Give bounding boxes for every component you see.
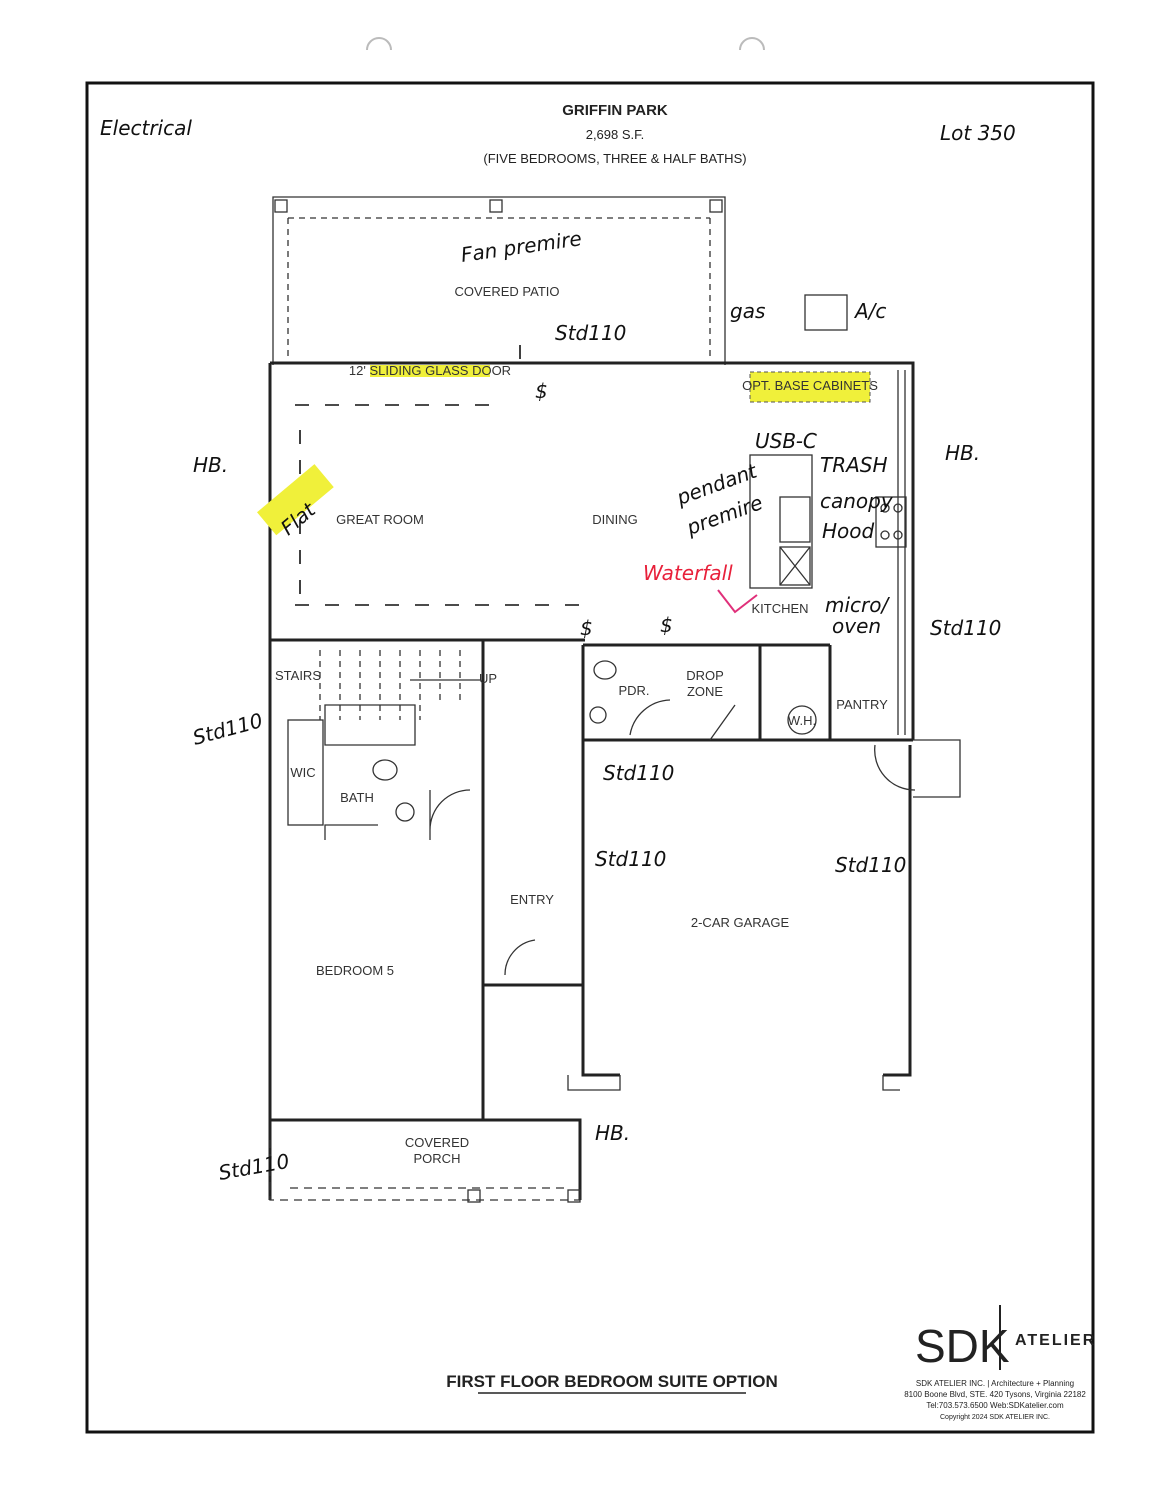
company-line: SDK ATELIER INC. | Architecture + Planni… bbox=[916, 1379, 1074, 1388]
svg-text:Std110: Std110 bbox=[595, 847, 666, 871]
plan-title: GRIFFIN PARK bbox=[562, 102, 668, 119]
svg-text:HB.: HB. bbox=[193, 453, 228, 477]
sdk-logo: SDK ATELIER bbox=[915, 1305, 1096, 1372]
bath-label: BATH bbox=[340, 790, 374, 805]
contact-line: Tel:703.573.6500 Web:SDKatelier.com bbox=[926, 1401, 1064, 1410]
svg-text:Fan premire: Fan premire bbox=[459, 226, 583, 267]
sliding-door-highlight bbox=[370, 365, 490, 377]
sliding-door-label: 12' SLIDING GLASS DOOR bbox=[349, 363, 511, 378]
svg-text:gas: gas bbox=[730, 299, 765, 323]
stairs-label: STAIRS bbox=[275, 668, 321, 683]
copyright-line: Copyright 2024 SDK ATELIER INC. bbox=[940, 1414, 1050, 1421]
svg-text:USB-C: USB-C bbox=[755, 429, 817, 453]
svg-text:Std110: Std110 bbox=[603, 761, 674, 785]
covered-porch-label-1: COVERED bbox=[405, 1135, 469, 1150]
wic-label: WIC bbox=[290, 765, 315, 780]
garage-label: 2-CAR GARAGE bbox=[691, 915, 790, 930]
plan-area: 2,698 S.F. bbox=[586, 127, 645, 142]
svg-text:Std110: Std110 bbox=[835, 853, 906, 877]
range bbox=[875, 496, 907, 548]
svg-text:micro/: micro/ bbox=[825, 593, 890, 617]
pdr-label: PDR. bbox=[618, 683, 649, 698]
svg-text:COVERED PATIO: COVERED PATIO bbox=[455, 284, 560, 299]
binder-holes bbox=[366, 37, 765, 51]
great-room-label: GREAT ROOM bbox=[336, 512, 424, 527]
svg-text:Std110: Std110 bbox=[190, 708, 265, 750]
wh-label: W.H. bbox=[788, 713, 816, 728]
covered-porch-label-2: PORCH bbox=[414, 1151, 461, 1166]
svg-text:$: $ bbox=[535, 379, 548, 403]
svg-text:Std110: Std110 bbox=[217, 1149, 291, 1185]
svg-text:TRASH: TRASH bbox=[820, 453, 888, 477]
entry-label: ENTRY bbox=[510, 892, 554, 907]
covered-patio: COVERED PATIO bbox=[272, 196, 726, 365]
svg-text:HB.: HB. bbox=[595, 1121, 630, 1145]
opt-base-cabinets bbox=[749, 371, 871, 403]
water-heater bbox=[787, 705, 817, 735]
svg-text:$: $ bbox=[660, 613, 673, 637]
drop-zone-label-1: DROP bbox=[686, 668, 724, 683]
svg-text:Hood: Hood bbox=[822, 519, 875, 543]
plan-option-label: FIRST FLOOR BEDROOM SUITE OPTION bbox=[446, 1372, 778, 1391]
svg-text:ATELIER: ATELIER bbox=[1015, 1332, 1096, 1349]
stairs: UP bbox=[319, 650, 497, 720]
svg-text:oven: oven bbox=[832, 614, 881, 638]
svg-text:Std110: Std110 bbox=[555, 321, 626, 345]
bedroom5-label: BEDROOM 5 bbox=[316, 963, 394, 978]
opt-base-cabinets-label: OPT. BASE CABINETS bbox=[742, 378, 878, 393]
electrical-note: Electrical bbox=[100, 116, 192, 140]
svg-text:A/c: A/c bbox=[853, 299, 886, 323]
svg-text:UP: UP bbox=[479, 671, 497, 686]
kitchen-label: KITCHEN bbox=[751, 601, 808, 616]
lot-note: Lot 350 bbox=[940, 121, 1016, 145]
bathtub bbox=[324, 704, 416, 746]
plan-subtitle: (FIVE BEDROOMS, THREE & HALF BATHS) bbox=[483, 151, 746, 166]
address-line: 8100 Boone Blvd, STE. 420 Tysons, Virgin… bbox=[904, 1390, 1086, 1399]
kitchen-island bbox=[749, 454, 813, 589]
svg-text:SDK: SDK bbox=[915, 1320, 1010, 1372]
svg-text:canopy: canopy bbox=[820, 489, 894, 513]
pantry-label: PANTRY bbox=[836, 697, 888, 712]
dining-label: DINING bbox=[592, 512, 638, 527]
svg-text:Std110: Std110 bbox=[930, 616, 1001, 640]
wic-closet bbox=[287, 719, 324, 826]
svg-text:HB.: HB. bbox=[945, 441, 980, 465]
svg-text:Waterfall: Waterfall bbox=[643, 561, 733, 585]
page-border bbox=[85, 81, 1095, 1434]
svg-text:$: $ bbox=[580, 616, 593, 640]
drop-zone-label-2: ZONE bbox=[687, 684, 723, 699]
